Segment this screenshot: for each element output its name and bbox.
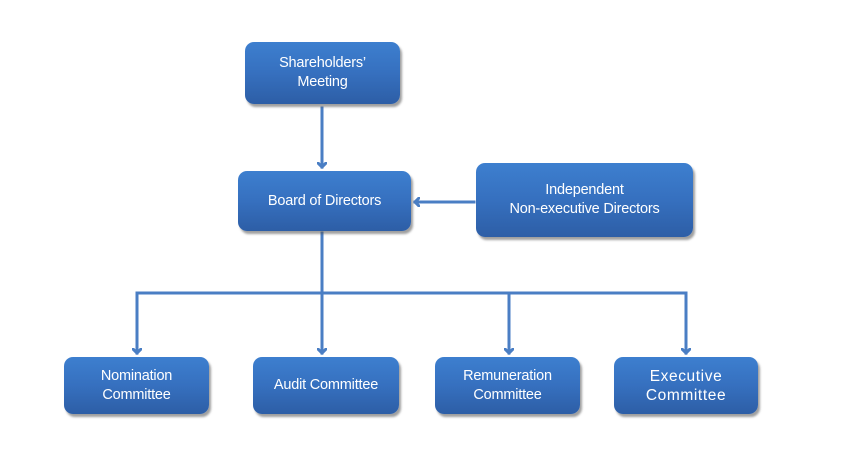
node-label-line: Non-executive Directors xyxy=(509,201,660,217)
node-remuneration-committee: Remuneration Committee xyxy=(435,357,580,414)
node-label-line: Nomination xyxy=(100,367,173,384)
node-label-line: Committee xyxy=(102,386,171,403)
node-label-line: Board of Directors xyxy=(267,192,382,209)
node-board-of-directors: Board of Directors xyxy=(238,171,411,231)
node-label-line: Shareholders’ xyxy=(279,55,366,71)
node-label-line: Committee xyxy=(473,386,542,403)
node-shareholders-meeting: Shareholders’ Meeting xyxy=(245,42,400,104)
node-label-line: Executive xyxy=(649,367,723,385)
node-executive-committee: Executive Committee xyxy=(614,357,758,414)
node-nomination-committee: Nomination Committee xyxy=(64,357,209,414)
node-label-line: Independent xyxy=(545,182,624,198)
node-independent-directors: Independent Non-executive Directors xyxy=(476,163,693,237)
node-label-line: Audit Committee xyxy=(273,377,379,393)
node-label-line: Meeting xyxy=(297,74,348,90)
node-audit-committee: Audit Committee xyxy=(253,357,399,414)
node-label-line: Committee xyxy=(645,386,727,404)
node-label-line: Remuneration xyxy=(463,367,552,384)
